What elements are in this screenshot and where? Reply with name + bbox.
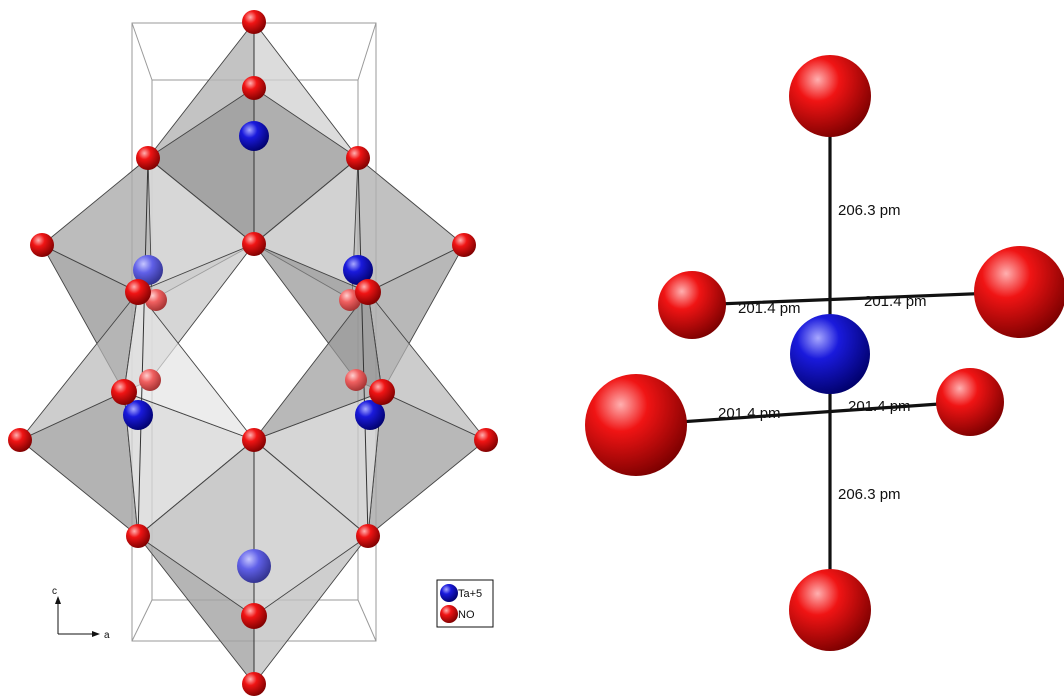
label-lower-left: 201.4 pm [718,405,781,422]
ta-center [790,314,870,394]
polyhedral-structure: c a Ta+5 NO [8,10,498,696]
o-ligand-upper-left [658,271,726,339]
bond-lower [634,400,970,427]
o-ligand-bottom [789,569,871,651]
label-upper-left: 201.4 pm [738,300,801,317]
o-ligand-upper-right [974,246,1064,338]
axis-label-c: c [52,586,57,597]
ta-atoms [123,121,385,583]
label-axial-top: 206.3 pm [838,202,901,219]
o-ligand-lower-left [585,374,687,476]
bond-diagram: 206.3 pm 201.4 pm 201.4 pm 201.4 pm 201.… [585,55,1064,651]
label-lower-right: 201.4 pm [848,398,911,415]
o-atoms [8,10,498,696]
legend-o-swatch [440,605,458,623]
label-upper-right: 201.4 pm [864,293,927,310]
o-ligand-lower-right [936,368,1004,436]
o-ligand-top [789,55,871,137]
label-axial-bottom: 206.3 pm [838,486,901,503]
legend-o-label: NO [458,609,475,621]
axis-indicator [55,596,100,637]
legend-ta-swatch [440,584,458,602]
legend: Ta+5 NO [436,579,494,628]
legend-ta-label: Ta+5 [458,588,482,600]
bond-upper [690,290,1022,307]
octahedra [19,21,487,685]
axis-label-a: a [104,630,110,641]
